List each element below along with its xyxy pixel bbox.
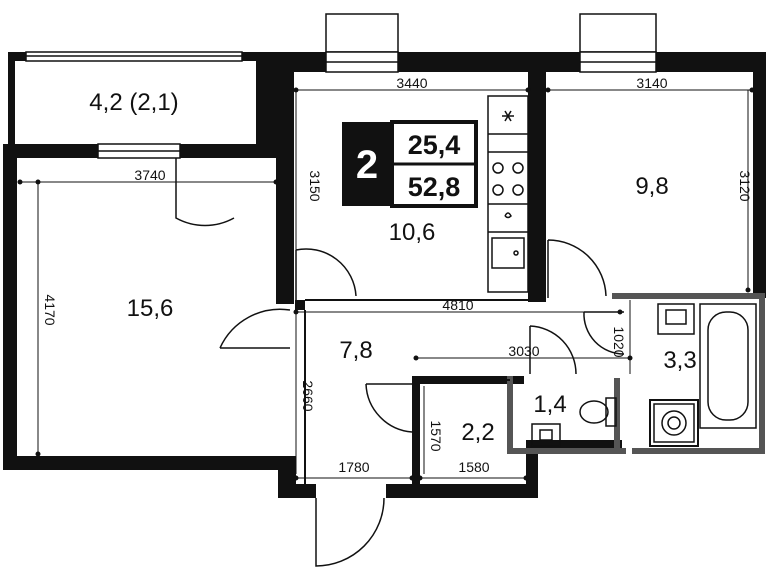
dimension-labels: 3440 3140 3740 4810 3030 1780 1580 3150 … — [42, 75, 753, 475]
washing-machine-icon — [653, 403, 695, 443]
toilet-icon — [579, 397, 617, 427]
room-labels: 4,2 (2,1) 15,6 10,6 9,8 7,8 2,2 1,4 3,3 — [89, 89, 696, 446]
dim-storage-width: 1580 — [458, 459, 489, 475]
dim-kitchen-depth: 3150 — [307, 170, 323, 201]
small-sink-icon — [531, 423, 561, 447]
dim-storage-depth: 1570 — [428, 420, 444, 451]
stove-burner-icon — [512, 162, 524, 174]
room-area-toilet: 1,4 — [533, 391, 566, 418]
dim-room-right-depth: 3120 — [737, 170, 753, 201]
partitions — [304, 299, 699, 484]
room-area-kitchen: 10,6 — [389, 219, 436, 246]
stove-burner-icon — [492, 162, 504, 174]
stove-burner-icon — [512, 184, 524, 196]
dim-hall-depth: 2660 — [300, 380, 316, 411]
room-area-bedroom: 15,6 — [127, 295, 174, 322]
room-count: 2 — [356, 143, 378, 187]
dim-entry-width: 1780 — [338, 459, 369, 475]
dim-corridor-length: 4810 — [442, 297, 473, 313]
dim-kitchen-width: 3440 — [396, 75, 427, 91]
windows — [25, 13, 657, 159]
dim-bedroom-depth: 4170 — [42, 294, 58, 325]
dim-hall-length: 3030 — [508, 343, 539, 359]
living-area-value: 25,4 — [408, 130, 461, 160]
dim-bedroom-width: 3740 — [134, 167, 165, 183]
stove-burner-icon — [492, 184, 504, 196]
room-area-hall: 7,8 — [339, 337, 372, 364]
dim-room-right-width: 3140 — [636, 75, 667, 91]
dim-bath-depth: 1020 — [611, 326, 627, 357]
snowflake-icon — [502, 110, 514, 122]
kitchen-counter — [487, 95, 529, 293]
room-area-storage: 2,2 — [461, 419, 494, 446]
bathtub-icon — [699, 303, 757, 429]
kitchen-sink-icon — [491, 237, 525, 269]
walls — [3, 52, 766, 498]
wet-zone-walls — [507, 293, 765, 454]
room-area-bath: 3,3 — [663, 347, 696, 374]
dimension-arrows — [17, 87, 755, 481]
room-area-balcony: 4,2 (2,1) — [89, 89, 178, 116]
total-area-value: 52,8 — [408, 172, 461, 202]
dimension-lines — [20, 89, 752, 479]
washbasin-icon — [657, 303, 695, 335]
area-summary-badge: 2 25,4 52,8 — [342, 120, 478, 208]
fixtures — [487, 95, 757, 447]
room-area-room-right: 9,8 — [635, 173, 668, 200]
